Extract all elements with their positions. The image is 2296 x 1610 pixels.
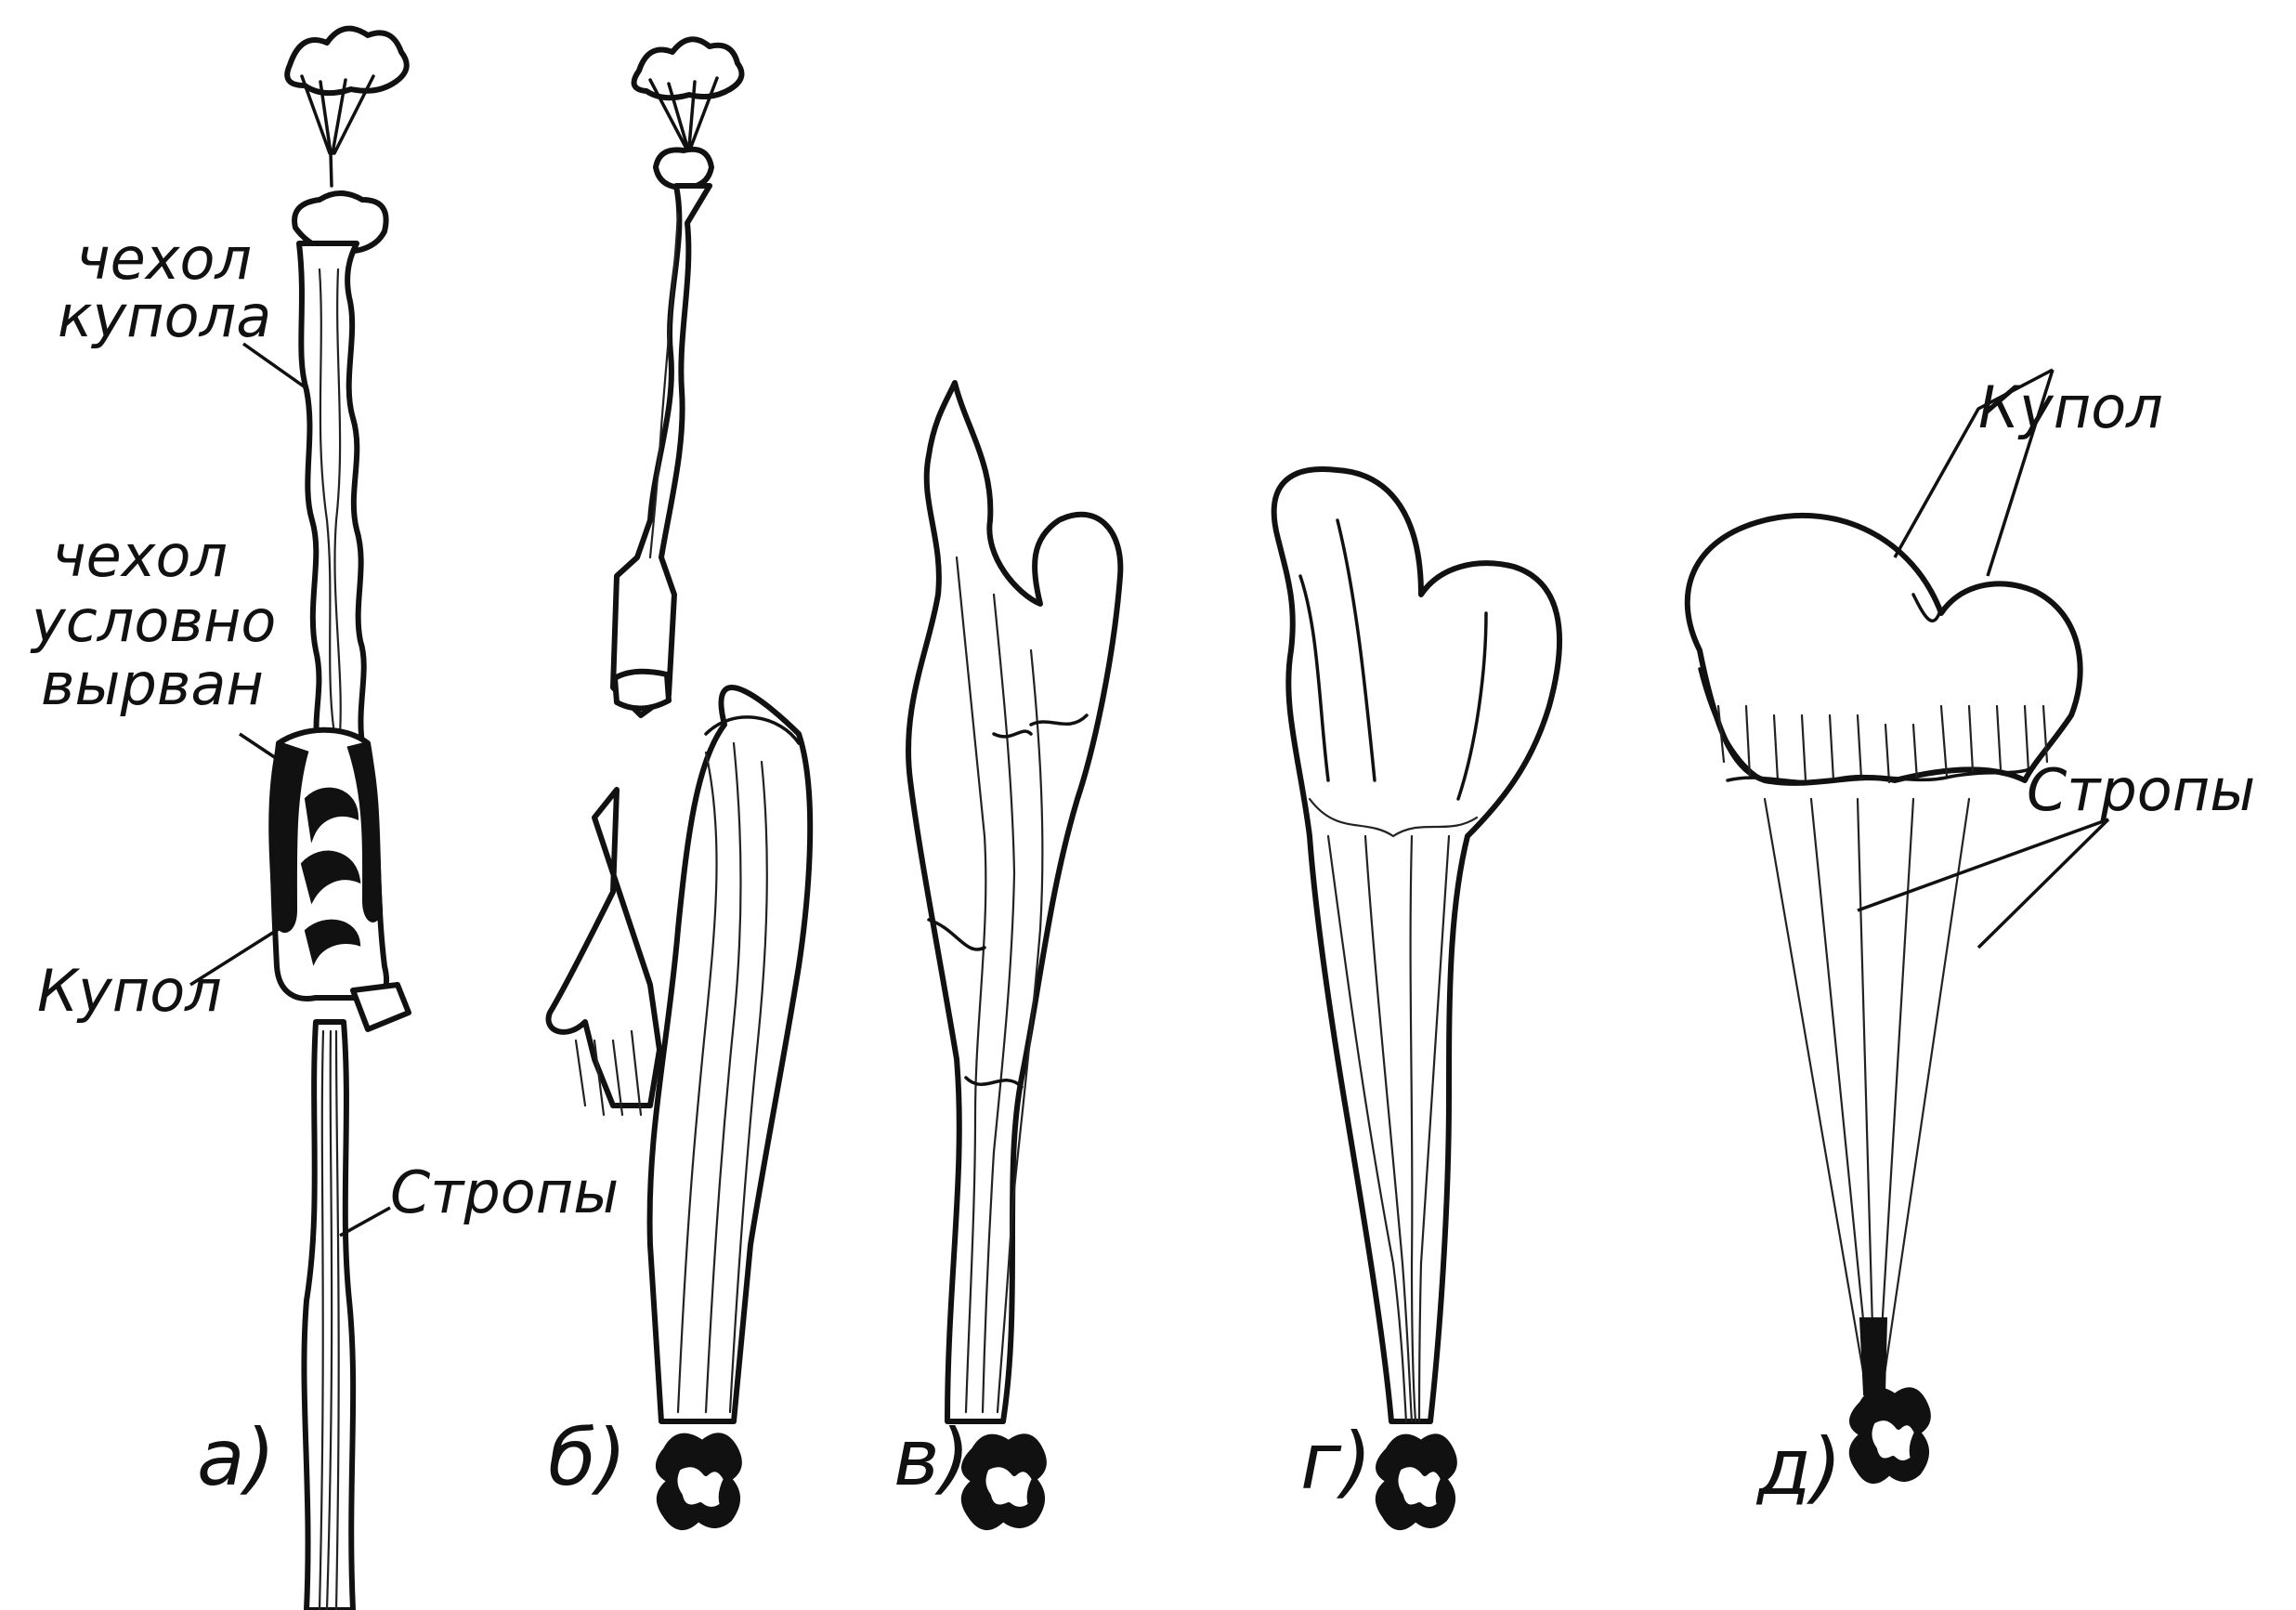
stage-label-g: г) xyxy=(1300,1416,1372,1507)
pilot-chute-b xyxy=(634,39,742,188)
open-canopy-d xyxy=(1688,516,2081,783)
filling-canopy-g xyxy=(1274,469,1559,1421)
stage-e-drawing xyxy=(1688,516,2081,1482)
stage-label-d: д) xyxy=(1755,1421,1842,1512)
stage-d-drawing xyxy=(1274,469,1559,1528)
stage-label-a: а) xyxy=(197,1412,275,1503)
stage-c-drawing xyxy=(908,383,1120,1528)
stage-label-c: в) xyxy=(894,1412,970,1503)
pilot-chute-a xyxy=(287,29,407,186)
stage-a-drawing xyxy=(270,29,409,1610)
label-lines-a: Стропы xyxy=(390,1158,619,1226)
label-cover-cutaway-line1: чехол xyxy=(52,522,228,590)
label-cover-cutaway-line3: вырван xyxy=(41,650,264,718)
stage-b-drawing xyxy=(549,39,811,1528)
label-cover-cutaway-line2: условно xyxy=(30,587,276,655)
stage-label-b: б) xyxy=(548,1412,627,1503)
detached-cover-b xyxy=(613,186,710,715)
label-canopy-cover-line2: купола xyxy=(58,282,271,350)
canopy-cover-sleeve-a xyxy=(299,243,364,743)
label-canopy-d: Купол xyxy=(1978,373,2163,441)
label-canopy-a: Купол xyxy=(37,957,222,1025)
label-lines-d: Стропы xyxy=(2027,756,2255,824)
